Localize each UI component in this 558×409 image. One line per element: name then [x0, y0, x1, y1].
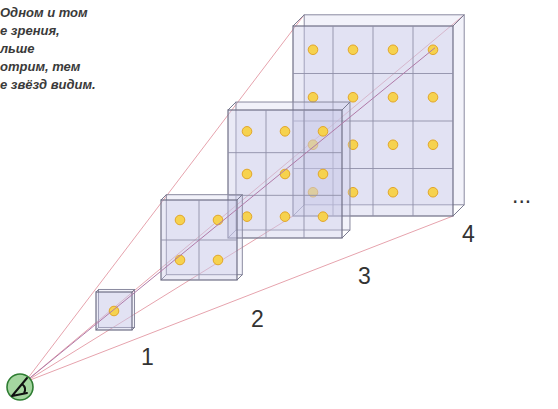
star-square	[96, 289, 135, 330]
callout-number: 1	[141, 344, 154, 370]
square-edge	[161, 195, 166, 200]
sight-rays	[25, 15, 464, 382]
callout-number: 4	[462, 221, 475, 247]
square-edge	[342, 102, 350, 110]
square-edge	[453, 15, 464, 26]
caption-note: льше	[0, 40, 35, 58]
square-edge	[293, 15, 304, 26]
star-dot	[428, 140, 438, 150]
star-dot	[388, 45, 398, 55]
eye-lids	[12, 378, 27, 396]
star-dot	[318, 212, 328, 222]
grid-line	[413, 26, 414, 216]
star-dot	[280, 212, 290, 222]
center-ray	[25, 48, 435, 382]
star-dot	[242, 212, 252, 222]
star-dot	[213, 215, 223, 225]
star-dot	[428, 187, 438, 197]
callout-number: 2	[251, 306, 264, 332]
grid-line	[304, 110, 305, 238]
star-dot	[242, 169, 252, 179]
caption-note: отрим, тем	[0, 58, 80, 76]
square-edge	[342, 230, 350, 238]
star-dot	[388, 140, 398, 150]
square-edge	[453, 205, 464, 216]
square-front	[96, 292, 132, 330]
star-dot	[175, 255, 185, 265]
star-dot	[428, 92, 438, 102]
sight-ray	[25, 216, 293, 382]
eye-circle	[7, 374, 33, 400]
square-front	[228, 110, 342, 238]
star-dot	[242, 127, 252, 137]
star-dot	[388, 187, 398, 197]
star-dot	[308, 92, 318, 102]
square-edge	[228, 102, 236, 110]
eye-icon	[7, 374, 33, 400]
grid-line	[228, 152, 342, 153]
star-dot	[280, 127, 290, 137]
sight-ray	[25, 15, 464, 382]
grid-line	[228, 195, 342, 196]
caption-note: е звёзд видим.	[0, 76, 96, 94]
star-dot	[348, 45, 358, 55]
eye-pupil	[22, 384, 25, 393]
star-dot	[318, 127, 328, 137]
callout-number: ...	[512, 182, 531, 208]
caption-note: е зрения,	[0, 22, 60, 40]
star-dot	[388, 92, 398, 102]
star-square	[228, 102, 350, 238]
star-dot	[308, 45, 318, 55]
square-edge	[237, 195, 242, 200]
grid-line	[266, 110, 267, 238]
square-edge	[237, 275, 242, 280]
star-dot	[109, 306, 119, 316]
star-dot	[213, 255, 223, 265]
star-dot	[175, 215, 185, 225]
callout-number: 3	[358, 263, 371, 289]
star-dot	[318, 169, 328, 179]
caption-note: Одном и том	[0, 4, 88, 22]
star-dot	[348, 92, 358, 102]
